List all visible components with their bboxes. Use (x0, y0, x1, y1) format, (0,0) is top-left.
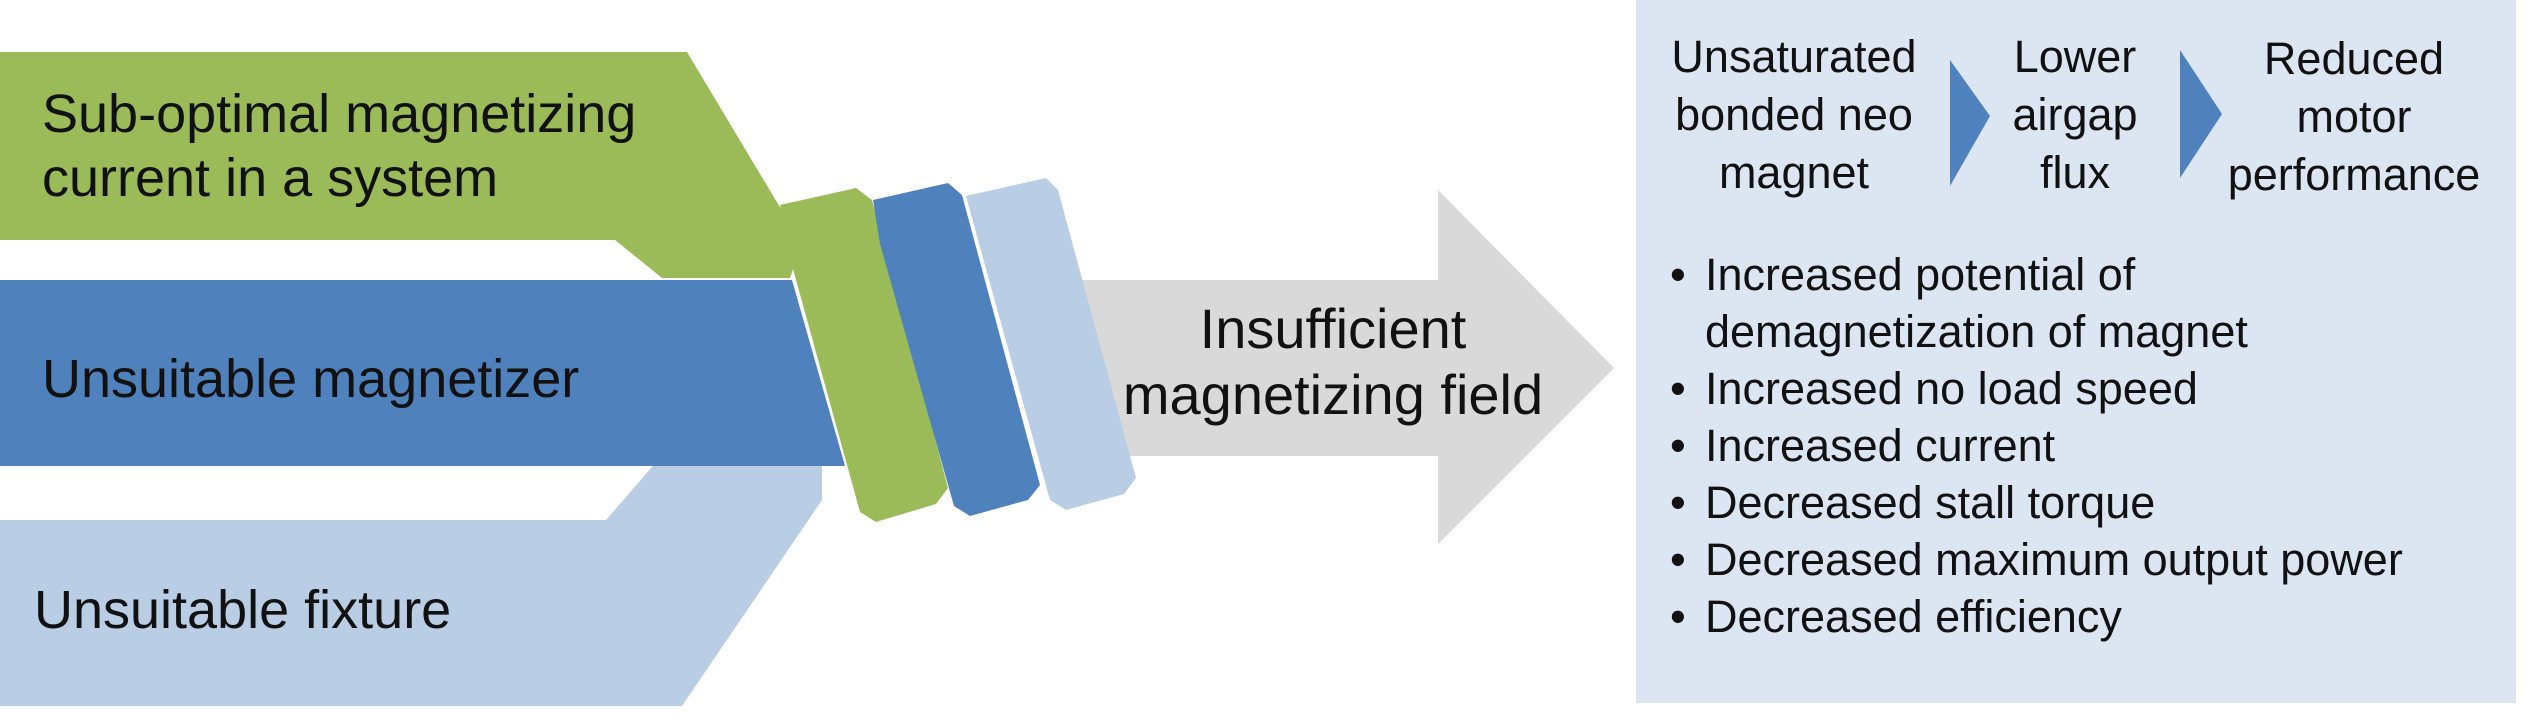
chain-step2-line1: Lower (2014, 31, 2137, 82)
insufficient-field-arrow (1060, 190, 1614, 544)
cause-magnetizer-label: Unsuitable magnetizer (42, 349, 579, 409)
chain-step1-line1: Unsaturated (1671, 31, 1916, 82)
effect-item: Increased potential of (1705, 249, 2136, 300)
effect-item-continued: demagnetization of magnet (1705, 306, 2248, 357)
chain-step3-line3: performance (2228, 149, 2481, 200)
bullet-marker: • (1670, 249, 1686, 300)
effect-item: Decreased efficiency (1705, 591, 2122, 642)
clamp-plate-green (780, 188, 948, 522)
bullet-marker: • (1670, 477, 1686, 528)
chain-step1-line3: magnet (1719, 147, 1870, 198)
cause-current-line1: Sub-optimal magnetizing (42, 84, 636, 144)
chain-step2-line3: flux (2040, 147, 2111, 198)
cause-band-magnetizer (0, 280, 845, 466)
chain-step1-line2: bonded neo (1675, 89, 1913, 140)
cause-fixture-label: Unsuitable fixture (34, 580, 451, 640)
chain-step3-line2: motor (2296, 91, 2411, 142)
effect-item: Increased no load speed (1705, 363, 2198, 414)
cause-current-line2: current in a system (42, 148, 498, 208)
effect-item: Increased current (1705, 420, 2056, 471)
effect-item: Decreased stall torque (1705, 477, 2155, 528)
clamp-plate-blue (873, 183, 1040, 516)
effects-panel (1636, 0, 2516, 703)
clamp-plate-light-blue (966, 178, 1136, 510)
cause-band-fixture (0, 460, 822, 706)
chevron-right-icon (2180, 50, 2222, 178)
result-line1: Insufficient (1200, 297, 1467, 360)
effect-item: Decreased maximum output power (1705, 534, 2403, 585)
bullet-marker: • (1670, 591, 1686, 642)
chevron-right-icon (1950, 60, 1990, 186)
cause-band-current (0, 52, 802, 278)
result-line2: magnetizing field (1123, 363, 1543, 426)
bullet-marker: • (1670, 420, 1686, 471)
chain-step2-line2: airgap (2012, 89, 2137, 140)
bullet-marker: • (1670, 534, 1686, 585)
chain-step3-line1: Reduced (2264, 33, 2444, 84)
bullet-marker: • (1670, 363, 1686, 414)
